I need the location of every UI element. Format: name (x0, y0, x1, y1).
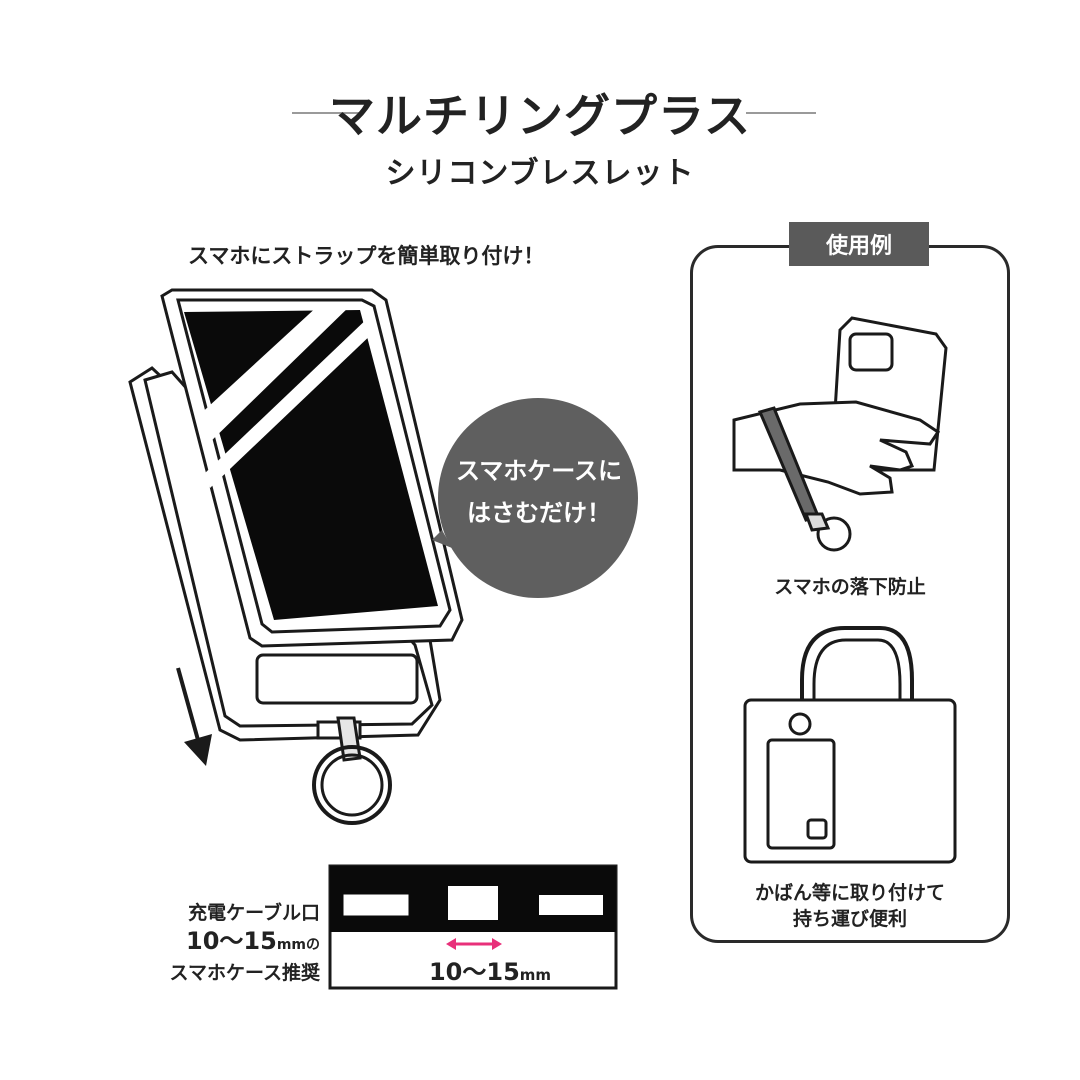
bubble-text: スマホケースに はさむだけ！ (444, 450, 634, 534)
note-line-1: 充電ケーブル口 (188, 902, 320, 924)
cable-port-diagram (328, 864, 618, 990)
usage-tag: 使用例 (789, 222, 929, 266)
example2-caption: かばん等に取り付けて 持ち運び便利 (700, 880, 1000, 932)
ring-strap-illustration (312, 716, 392, 825)
note-size-unit: mm (276, 937, 306, 953)
example2-caption-line2: 持ち運び便利 (792, 908, 907, 930)
speech-bubble (432, 398, 638, 598)
title-left-rule (292, 112, 362, 114)
note-size-value: 10〜15 (186, 927, 277, 955)
page-title: マルチリングプラス (328, 89, 752, 143)
example2-caption-line1: かばん等に取り付けて (754, 882, 945, 904)
bubble-line-1: スマホケースに (455, 457, 623, 485)
lead-text: スマホにストラップを簡単取り付け！ (188, 244, 545, 268)
measure-label: 10〜15mm (420, 952, 560, 987)
example1-caption: スマホの落下防止 (774, 576, 926, 598)
hand-strap-illustration (732, 316, 948, 552)
note-line-2: 10〜15mmの (130, 926, 320, 960)
measure-unit: mm (519, 966, 552, 984)
title-right-rule (746, 112, 816, 114)
note-size-suffix: の (306, 937, 320, 953)
bubble-line-2: はさむだけ！ (467, 499, 611, 527)
cable-port-note: 充電ケーブル口 10〜15mmの スマホケース推奨 (130, 900, 320, 986)
slide-arrow-icon (176, 667, 212, 766)
page-subtitle: シリコンブレスレット (385, 156, 695, 191)
note-line-3: スマホケース推奨 (169, 962, 320, 984)
bag-illustration (743, 626, 957, 864)
measure-value: 10〜15 (428, 958, 520, 986)
phone-illustration (160, 288, 464, 648)
